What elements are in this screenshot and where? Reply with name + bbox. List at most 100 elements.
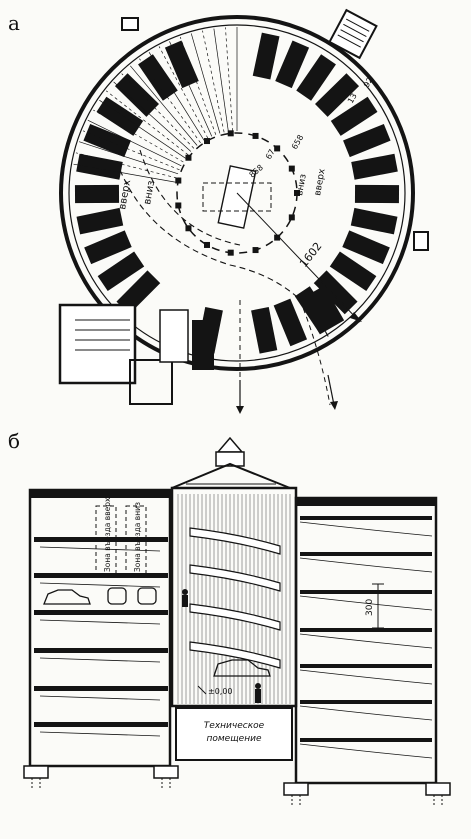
parking-bay [84,230,132,265]
ramp-line [121,73,195,149]
zone-up-label: Зона въезда вверх [103,497,112,572]
right-slab [300,738,432,742]
ramp-line [130,65,198,146]
parking-bay-fill [354,184,400,204]
parking-bay-fill [351,153,398,180]
right-slab-ramp [299,633,433,649]
parking-bay-fill [251,307,278,354]
person-body [182,595,188,607]
level-mark: ±0,00 [208,687,233,696]
parking-bay-fill [252,32,280,80]
drive-path-1 [119,169,331,341]
ramp-line [225,27,234,132]
outer-wall-inner-face [68,24,406,362]
exit-arrow-right [327,374,335,406]
right-slab-ramp [299,521,433,537]
exit-arrowhead-right [330,401,338,410]
core-pillar [294,190,300,196]
left-slab [34,573,168,578]
ramp-line [213,28,229,132]
person-body [255,689,261,703]
dim-658: 658 [290,133,305,151]
parking-bay-fill [329,251,377,292]
parking-bay [74,184,120,204]
tech-room-label-line1: Техническое [204,721,265,731]
zone-down-label: Зона въезда вниз [133,502,142,572]
parking-bay [343,123,391,158]
outer-wall [59,15,415,371]
core-pillar [185,225,192,232]
zone-down-box [125,505,147,575]
left-slab [34,722,168,727]
ramp-line [158,46,209,139]
parking-bay [342,230,390,265]
ramp-line [105,90,189,156]
dome-lantern [216,436,244,453]
parking-bay [296,54,336,101]
spiral-ramps [189,527,281,669]
spiral-ramp [189,527,281,555]
drive-path-2 [139,149,241,246]
south-bay [192,320,214,370]
parking-bay [251,307,278,354]
parking-bay-fill [76,153,123,180]
parking-bay [354,184,400,204]
technical-room [175,707,293,761]
ramp-line [75,152,177,179]
central-lift-platform [217,165,257,229]
ramp-line [79,141,179,175]
cars-row [43,587,271,677]
spiral-ramp [189,564,281,592]
left-slab [34,686,168,691]
foundation-pad [425,782,451,796]
exit-path-right [299,299,331,406]
foundation-pad [153,765,179,779]
car-front [137,587,157,605]
ramp-line [113,81,192,152]
car-on-ramp [213,659,271,677]
parking-bay [164,40,199,89]
east-door [413,231,429,251]
building-section: Техническое помещение Зона въезда вверх … [23,436,451,805]
parking-bay-fill [84,230,132,265]
ramp-line [99,99,186,159]
dim-858: 858 [248,163,265,180]
dim-67: 67 [264,148,277,161]
left-slab [34,537,168,542]
right-slab-ramp [299,705,433,721]
parking-bay [252,32,280,80]
ramp-line [179,36,217,135]
parking-bay-fill [330,96,378,136]
parking-bay [275,40,310,89]
ramp-line [87,119,182,167]
ramp-line [190,33,221,134]
parking-bay-fill [116,270,161,315]
plan-panel-label: а [8,11,20,35]
core-pillar [252,132,259,139]
north-door [121,17,139,31]
parking-bay [315,73,360,117]
core-vertical-hatching [177,494,291,704]
radius-dimension: 1602 [297,240,324,270]
core-pillars [175,130,300,256]
floor-height-label: 300 [365,599,375,616]
core-pillar [185,154,192,161]
right-roof-slab [296,498,436,506]
foundation-pad [283,782,309,796]
parking-bay [273,298,308,347]
parking-bay-fill [342,230,390,265]
person-head [255,683,261,689]
core-pillar [204,138,210,145]
central-platform-outline [202,182,272,212]
circular-plan: вверх вниз вниз вверх 1602 658 858 67 13… [58,8,429,414]
spiral-ramp [189,603,281,631]
right-slab-ramp [299,595,433,611]
zone-up-box [95,505,117,575]
left-slab-ceiling [39,619,161,625]
parking-bay-fill [315,73,360,117]
parking-bay [114,73,159,117]
stair-block-sw [58,303,137,385]
parking-bay [116,270,161,315]
